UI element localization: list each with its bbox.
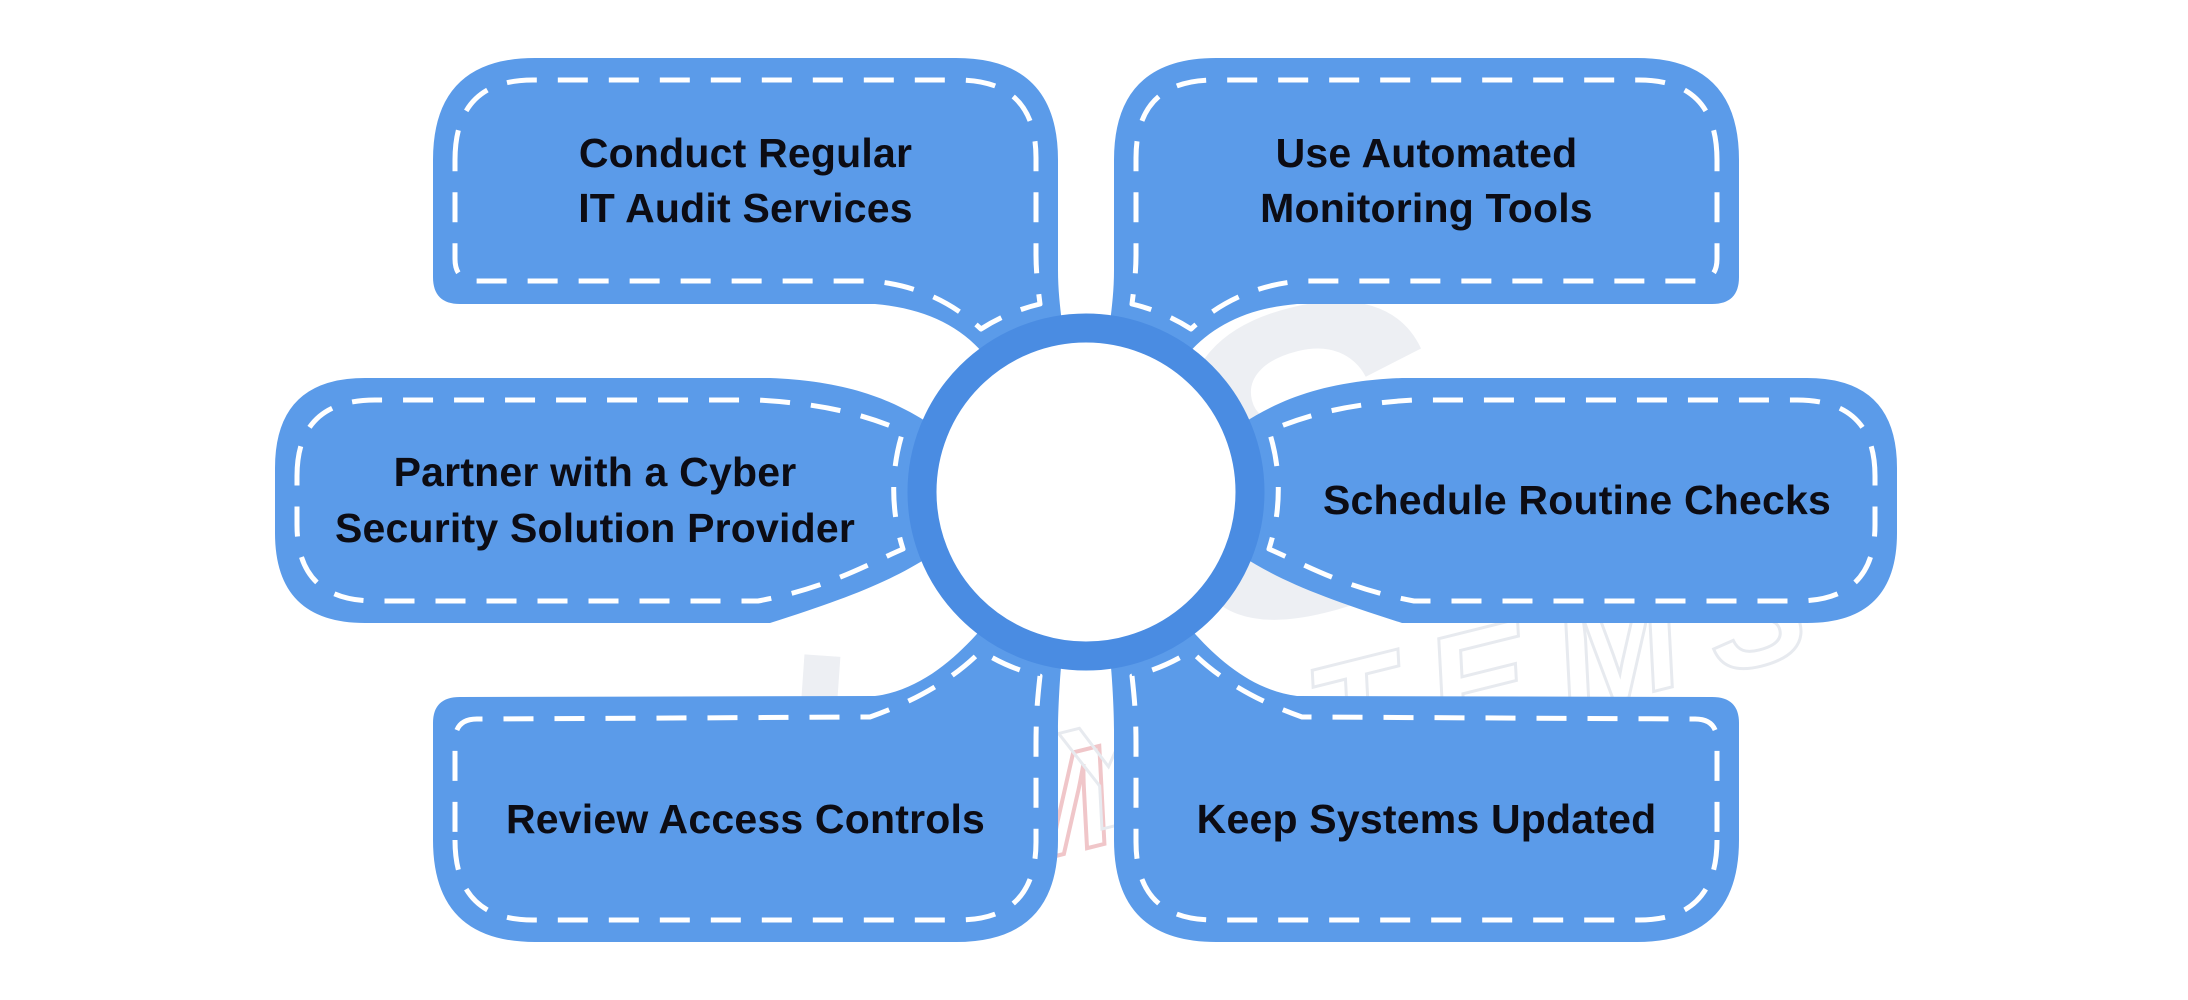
block-top-right-dashed-border — [1129, 77, 1720, 332]
block-middle-left — [275, 378, 930, 623]
block-top-left-dashed-border — [452, 77, 1043, 332]
block-top-left — [433, 58, 1062, 354]
block-bottom-right — [1110, 626, 1739, 942]
block-bottom-left-dashed-border — [452, 648, 1043, 923]
block-bottom-right-dashed-border — [1129, 648, 1720, 923]
block-middle-left-dashed-border — [294, 397, 906, 604]
block-bottom-left — [433, 626, 1062, 942]
block-top-right — [1110, 58, 1739, 354]
center-circle — [907, 313, 1265, 671]
block-middle-right-dashed-border — [1266, 397, 1878, 604]
block-middle-right — [1242, 378, 1897, 623]
